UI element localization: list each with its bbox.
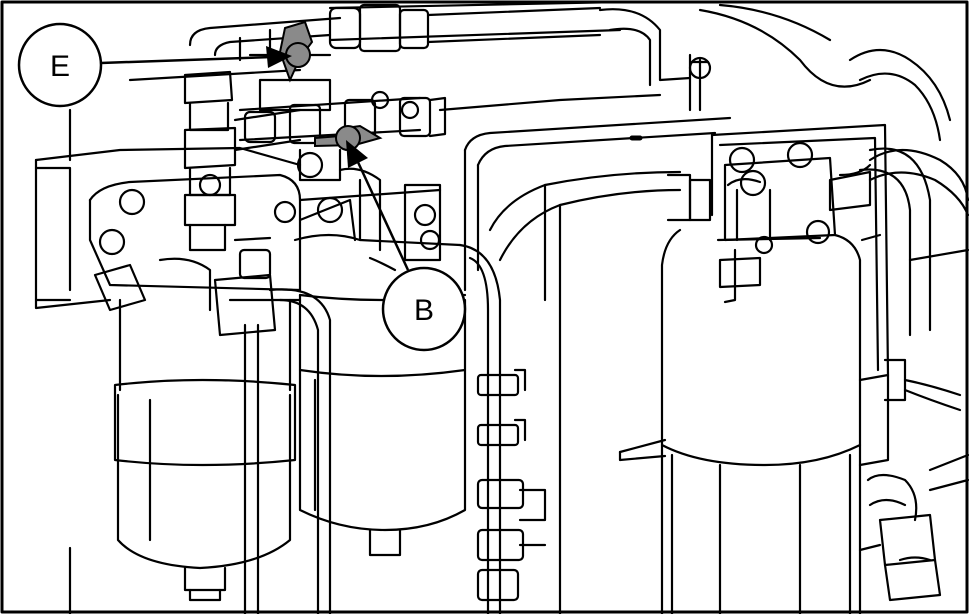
callout-e-circle bbox=[17, 22, 103, 108]
mounting-bracket bbox=[34, 68, 662, 614]
left-fitting-column bbox=[183, 70, 302, 252]
drain-hoses bbox=[243, 243, 502, 614]
lower-right-pipes bbox=[858, 473, 942, 602]
center-panel bbox=[463, 116, 732, 614]
top-fuel-lines bbox=[188, 0, 622, 112]
drain-valves bbox=[476, 368, 547, 602]
callout-e-arrowhead bbox=[266, 46, 292, 68]
right-bracket bbox=[710, 123, 962, 467]
left-filter-head bbox=[88, 173, 302, 337]
upper-right-hoses bbox=[598, 3, 969, 492]
callout-e-label: E bbox=[50, 50, 70, 83]
callout-b-circle bbox=[381, 266, 467, 352]
right-filter bbox=[660, 141, 872, 614]
valve-manifold bbox=[238, 90, 447, 182]
callout-e-leader bbox=[100, 55, 273, 65]
callout-b-label: B bbox=[414, 294, 434, 327]
center-filter bbox=[273, 167, 467, 557]
valve-handle-b bbox=[314, 124, 383, 151]
callout-b: B bbox=[346, 140, 467, 352]
callout-b-leader bbox=[355, 159, 410, 271]
callout-e: E bbox=[17, 22, 292, 108]
callout-b-arrowhead bbox=[346, 140, 368, 168]
left-filter-bowl bbox=[113, 298, 297, 602]
